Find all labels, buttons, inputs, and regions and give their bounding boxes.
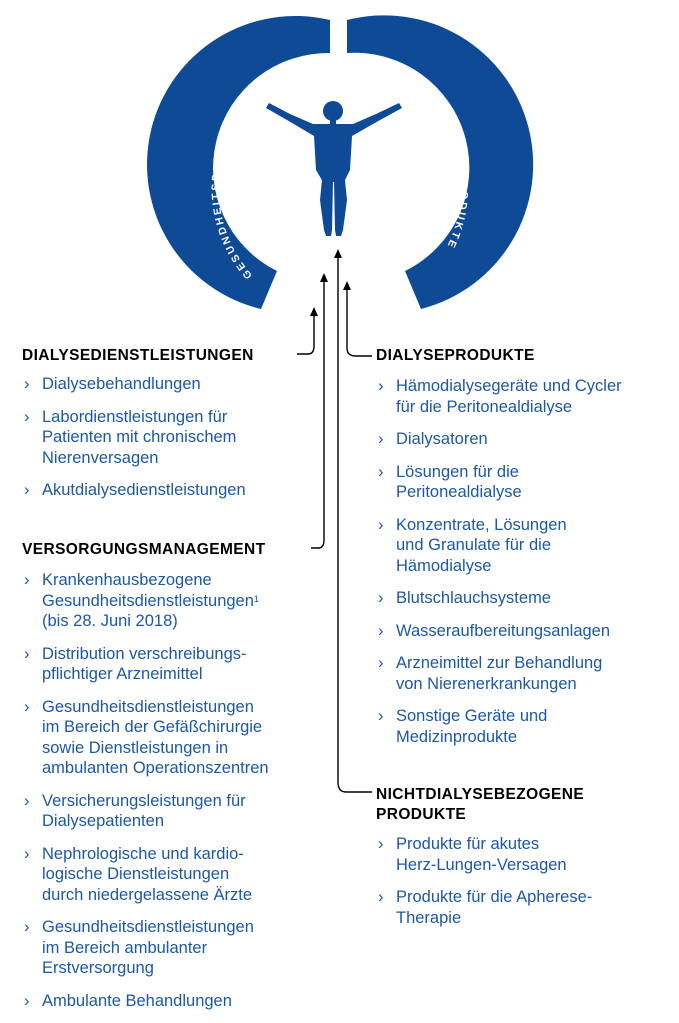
list-item: Lösungen für die Peritonealdialyse: [376, 462, 676, 503]
connector-lines: [297, 255, 372, 793]
heading-care-management: VERSORGUNGSMANAGEMENT: [22, 541, 266, 558]
list-item: Dialysebehandlungen: [22, 374, 322, 395]
list-item: Nephrologische und kardio- logische Dien…: [22, 844, 322, 906]
list-non-dialysis-products: Produkte für akutes Herz-Lungen-Versagen…: [376, 834, 676, 940]
list-dialysis-services: Dialysebehandlungen Labordienstleistunge…: [22, 374, 322, 513]
human-figure-icon: [266, 101, 402, 236]
list-item: Dialysatoren: [376, 429, 676, 450]
list-item: Labordienstleistungen für Patienten mit …: [22, 407, 322, 469]
list-item: Arzneimittel zur Behandlung von Nierener…: [376, 653, 676, 694]
heading-non-dialysis-products: NICHTDIALYSEBEZOGENE PRODUKTE: [376, 786, 585, 823]
right-arc-band: [347, 15, 534, 310]
list-item: Produkte für die Apherese- Therapie: [376, 887, 676, 928]
list-item: Wasseraufbereitungsanlagen: [376, 621, 676, 642]
heading-dialysis-services: DIALYSEDIENSTLEISTUNGEN: [22, 347, 254, 364]
list-item: Blutschlauchsysteme: [376, 588, 676, 609]
list-item: Versicherungsleistungen für Dialysepatie…: [22, 791, 322, 832]
left-arc-band: [147, 15, 330, 309]
list-care-management: Krankenhausbezogene Gesundheitsdienstlei…: [22, 570, 322, 1023]
list-item: Konzentrate, Lösungen und Granulate für …: [376, 515, 676, 577]
list-item: Gesundheitsdienstleistungen im Bereich a…: [22, 917, 322, 979]
list-item: Krankenhausbezogene Gesundheitsdienstlei…: [22, 570, 322, 632]
footnote-marker: 1: [253, 593, 259, 604]
list-item: Gesundheitsdienstleistungen im Bereich d…: [22, 697, 322, 779]
list-item: Sonstige Geräte und Medizinprodukte: [376, 706, 676, 747]
list-item: Ambulante Behandlungen: [22, 991, 322, 1012]
list-dialysis-products: Hämodialysegeräte und Cycler für die Per…: [376, 376, 676, 759]
heading-dialysis-products: DIALYSEPRODUKTE: [376, 347, 535, 364]
list-item: Produkte für akutes Herz-Lungen-Versagen: [376, 834, 676, 875]
arrow-heads: [310, 249, 351, 316]
list-item: Akutdialysedienstleistungen: [22, 480, 322, 501]
list-item: Distribution verschreibungs- pflichtiger…: [22, 644, 322, 685]
list-item: Hämodialysegeräte und Cycler für die Per…: [376, 376, 676, 417]
list-item-text: Krankenhausbezogene Gesundheitsdienstlei…: [42, 571, 254, 610]
list-item-date: (bis 28. Juni 2018): [42, 612, 178, 630]
